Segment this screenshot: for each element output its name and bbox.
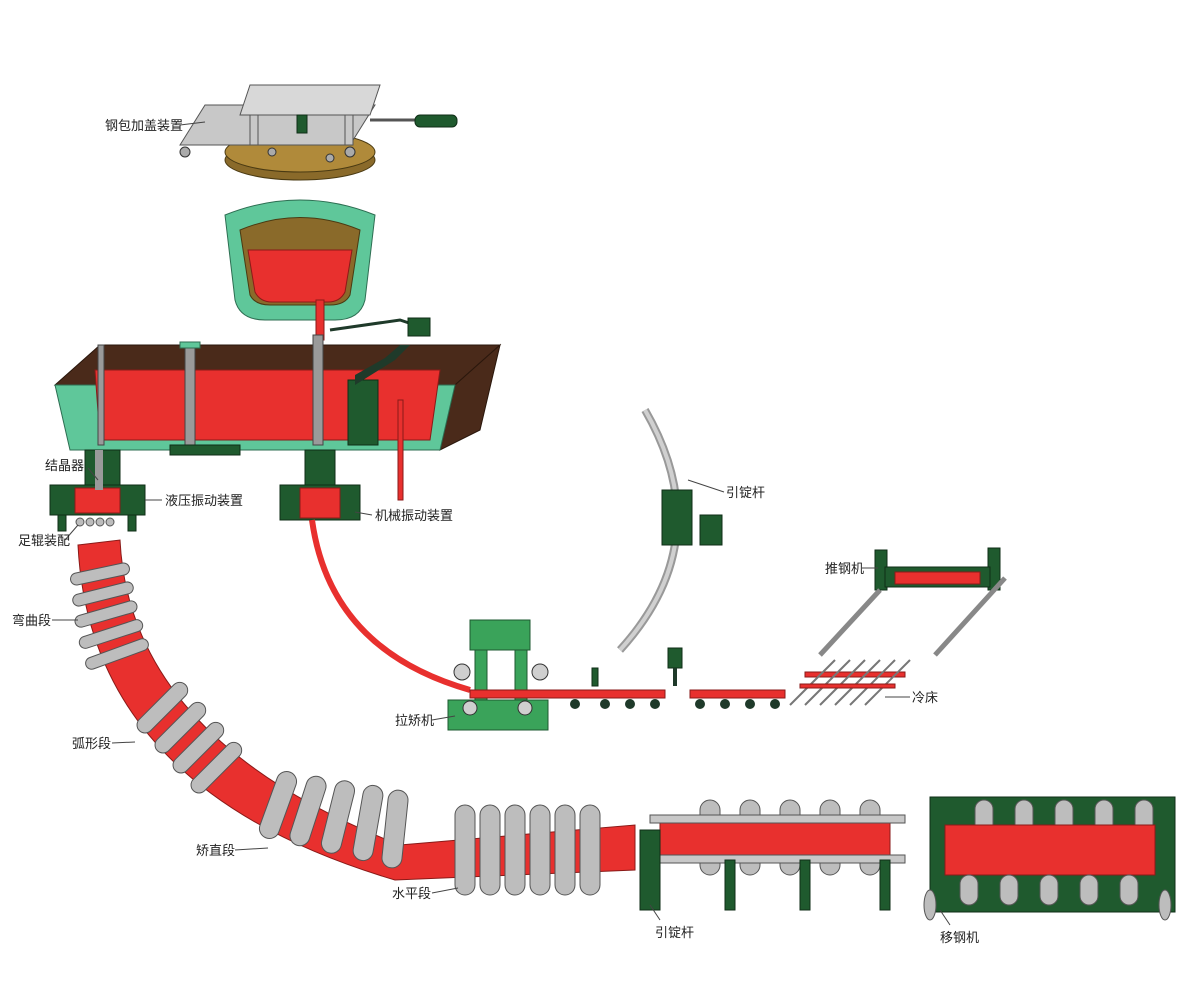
bending-segment-rolls [70,562,149,670]
main-strand [77,539,636,881]
label-transfer: 移钢机 [940,931,979,946]
arc-segment-rolls [136,681,243,794]
label-arc: 弧形段 [72,737,111,752]
thin-arc-strand [309,519,471,693]
label-mold: 结晶器 [45,459,84,474]
leader-lines [52,121,951,926]
label-cooling-bed: 冷床 [912,691,938,706]
dummy-bar-arc-top [617,408,723,653]
runout-table [469,647,786,709]
label-withdrawal: 拉矫机 [395,714,434,729]
labels: 钢包加盖装置 结晶器 液压振动装置 足辊装配 机械振动装置 引锭杆 推钢机 弯曲… [12,119,979,946]
label-foot-roll: 足辊装配 [18,534,70,549]
cooling-bed [789,659,911,706]
label-dummy-bar-bottom: 引锭杆 [655,926,694,941]
withdrawal-straightener [447,619,549,731]
dummy-bar-bottom [639,799,906,911]
foot-rolls [75,517,115,527]
mechanical-oscillation [279,399,404,521]
label-ladle-cover: 钢包加盖装置 [105,119,183,134]
label-pusher: 推钢机 [825,562,864,577]
straightening-segment-rolls [258,771,409,869]
label-horizontal: 水平段 [392,887,431,902]
ladle-cover-device [179,84,458,181]
label-hydraulic-oscillation: 液压振动装置 [165,494,243,509]
tundish [53,334,502,451]
pusher [818,547,1007,657]
label-bending: 弯曲段 [12,613,51,629]
label-straightening: 矫直段 [196,844,235,859]
ladle [224,199,431,341]
mold-hydraulic-oscillation [49,444,241,532]
horizontal-segment-rolls [454,804,601,896]
label-mechanical-oscillation: 机械振动装置 [375,509,453,524]
label-dummy-bar-top: 引锭杆 [726,486,765,501]
transfer-machine [923,796,1176,921]
